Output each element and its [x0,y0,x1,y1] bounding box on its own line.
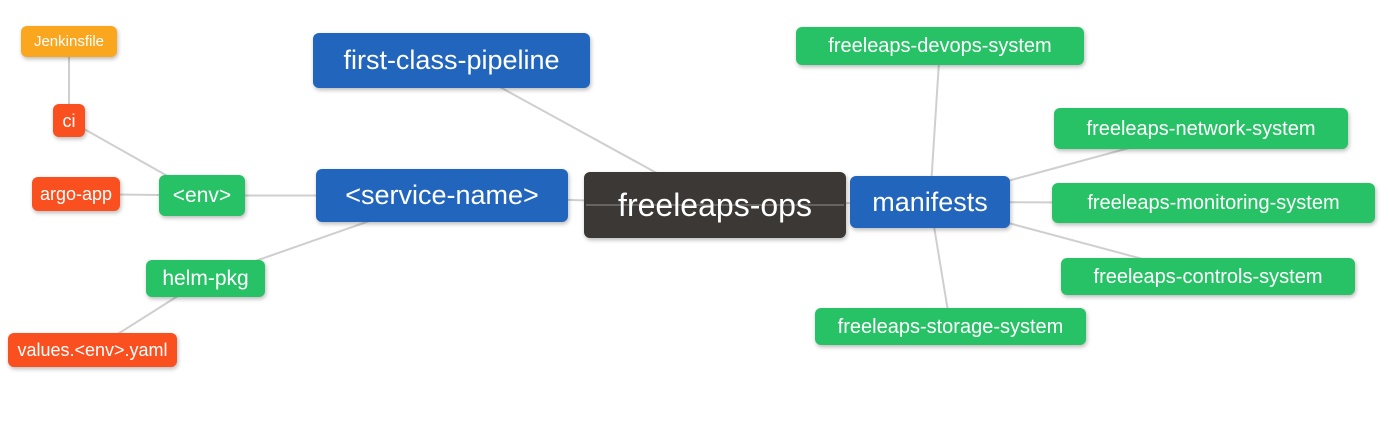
node-freeleaps-storage-system[interactable]: freeleaps-storage-system [815,308,1086,345]
node-env[interactable]: <env> [159,175,245,216]
node-ci[interactable]: ci [53,104,85,137]
node-helm-pkg[interactable]: helm-pkg [146,260,265,297]
node-freeleaps-network-system[interactable]: freeleaps-network-system [1054,108,1348,149]
node-first-class-pipeline[interactable]: first-class-pipeline [313,33,590,88]
node-argo-app[interactable]: argo-app [32,177,120,211]
node-freeleaps-devops-system[interactable]: freeleaps-devops-system [796,27,1084,65]
node-values-env-yaml[interactable]: values.<env>.yaml [8,333,177,367]
node-service-name[interactable]: <service-name> [316,169,568,222]
node-freeleaps-monitoring-system[interactable]: freeleaps-monitoring-system [1052,183,1375,223]
node-manifests[interactable]: manifests [850,176,1010,228]
node-freeleaps-controls-system[interactable]: freeleaps-controls-system [1061,258,1355,295]
node-freeleaps-ops[interactable]: freeleaps-ops [584,172,846,238]
node-jenkinsfile[interactable]: Jenkinsfile [21,26,117,57]
